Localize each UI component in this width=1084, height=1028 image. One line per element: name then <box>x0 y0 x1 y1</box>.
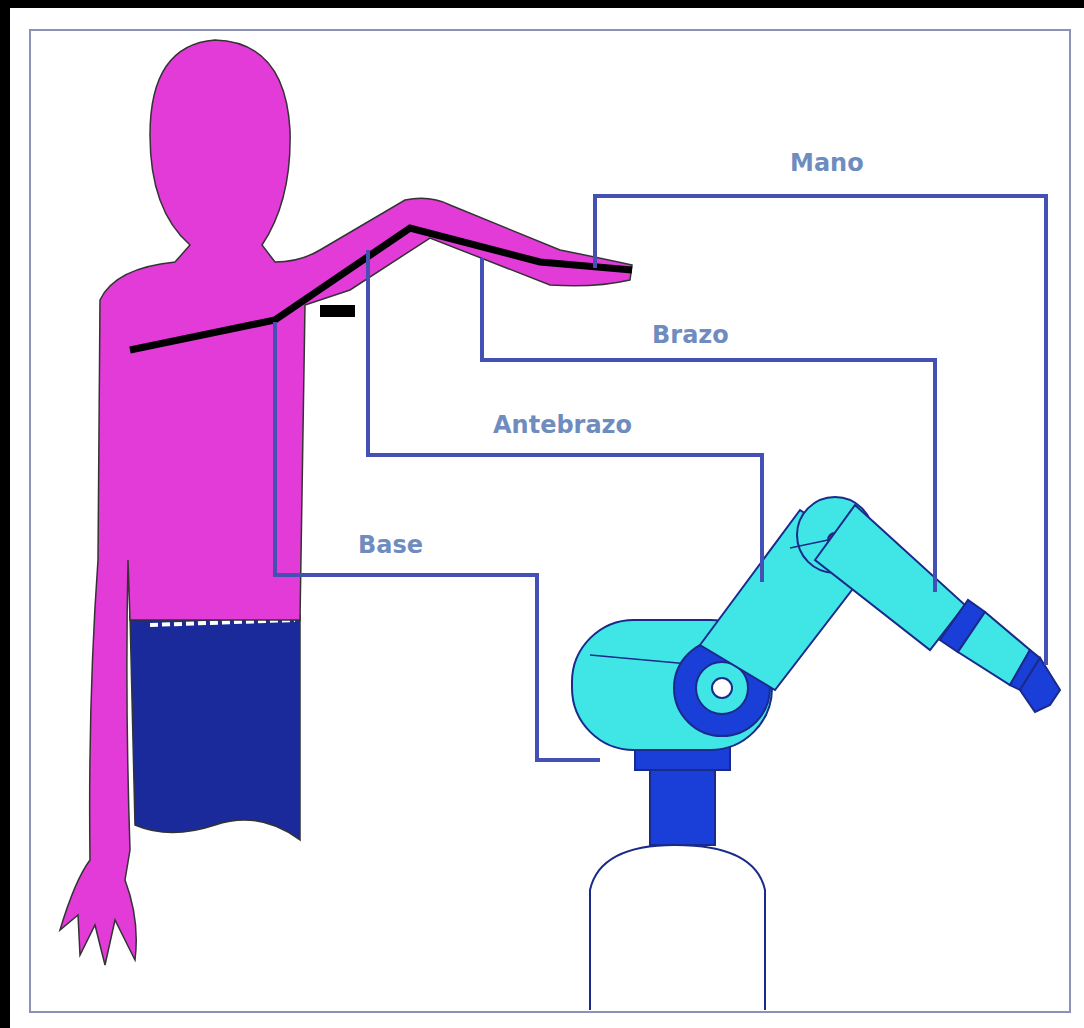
leader-line <box>275 322 600 760</box>
leader-line <box>482 258 935 592</box>
part-label: Mano <box>790 150 864 176</box>
frame-edge <box>0 0 1084 8</box>
human-figure <box>60 40 632 965</box>
leader-line <box>595 196 1046 665</box>
part-label: Base <box>358 532 423 558</box>
leader-lines <box>275 196 1046 760</box>
frame <box>30 30 1070 1012</box>
joint-mark <box>320 305 355 317</box>
robot-arm <box>572 497 1060 1010</box>
part-label: Antebrazo <box>493 412 632 438</box>
arm-skeleton <box>130 228 632 350</box>
frame-edge <box>0 0 10 1028</box>
part-label: Brazo <box>652 322 729 348</box>
leader-line <box>368 250 762 582</box>
